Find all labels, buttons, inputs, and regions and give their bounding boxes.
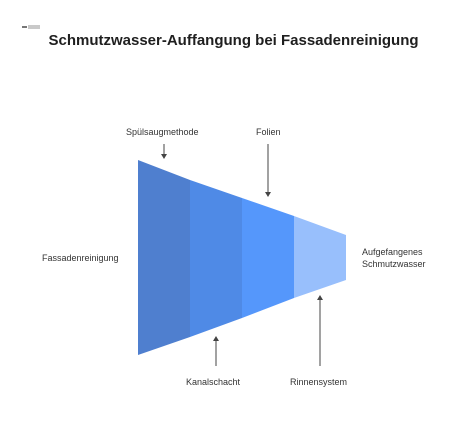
label-kanalschacht: Kanalschacht: [186, 377, 241, 387]
arrow-up-kanalschacht: [213, 336, 219, 366]
funnel-segment-2: [190, 180, 242, 337]
funnel-segment-3: [242, 198, 294, 318]
arrow-down-folien: [265, 144, 271, 197]
brand-logo-icon: [22, 25, 40, 29]
page-title: Schmutzwasser-Auffangung bei Fassadenrei…: [48, 32, 419, 49]
label-fassadenreinigung: Fassadenreinigung: [42, 253, 119, 263]
label-aufgefangenes: Aufgefangenes: [362, 247, 423, 257]
label-folien: Folien: [256, 127, 281, 137]
funnel-segment-1: [138, 160, 190, 355]
label-rinnensystem: Rinnensystem: [290, 377, 348, 387]
funnel-segment-4: [294, 216, 346, 298]
arrow-down-spuelsaug: [161, 144, 167, 159]
label-schmutzwasser: Schmutzwasser: [362, 259, 426, 269]
label-spuelsaugmethode: Spülsaugmethode: [126, 127, 199, 137]
arrow-up-rinnensystem: [317, 295, 323, 366]
